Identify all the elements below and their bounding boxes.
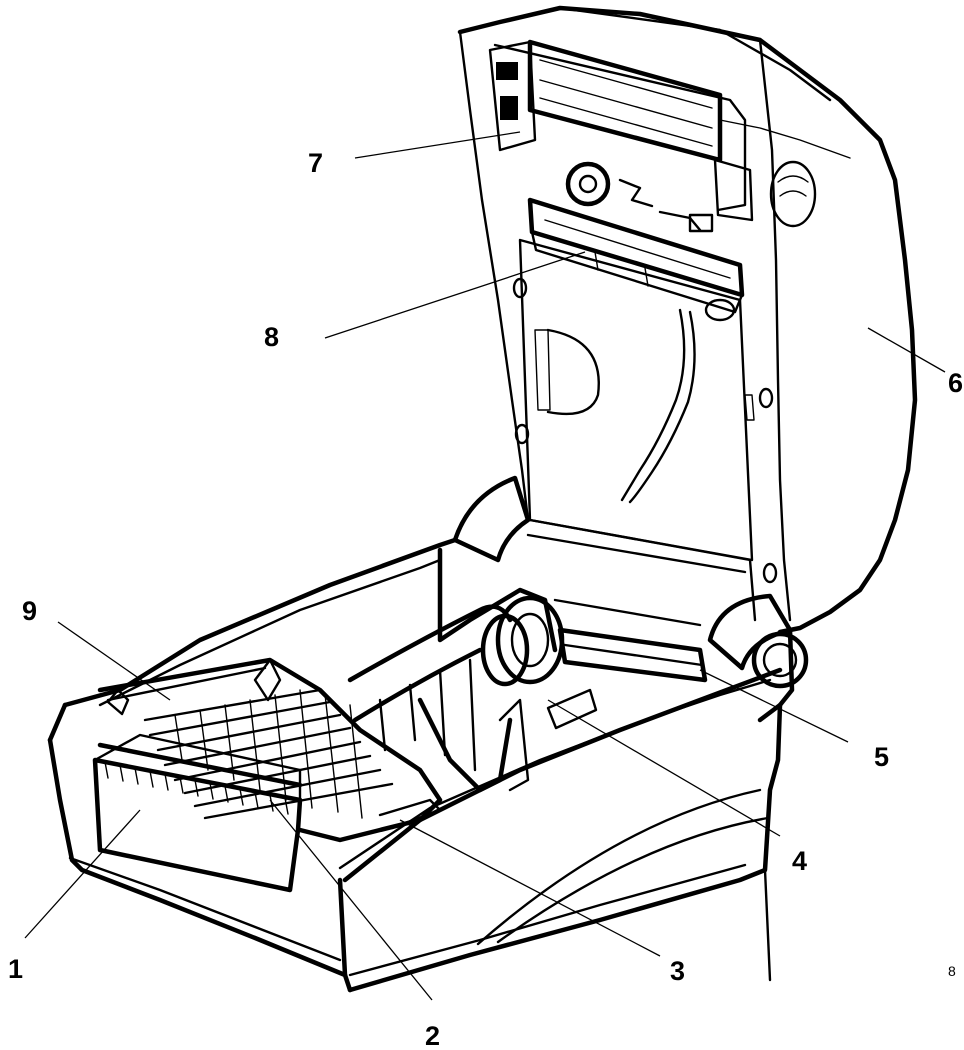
- media-guide-curve-2: [352, 647, 483, 723]
- print-head-spring: [618, 178, 702, 232]
- top-cover-seam: [719, 119, 851, 159]
- leader-7: [354, 131, 521, 159]
- left-hinge: [452, 475, 531, 563]
- callout-labels: 7 8 6 9 5 4 3 2 1 8: [8, 148, 963, 1050]
- print-head-sensor: [688, 213, 714, 233]
- base-right-side: [763, 868, 772, 982]
- base-front-rim: [342, 667, 783, 883]
- leader-9: [57, 621, 171, 701]
- side-knob-inner: [762, 642, 798, 678]
- leader-4: [547, 699, 781, 837]
- media-guide-lower: [417, 697, 513, 793]
- top-cover: [457, 5, 918, 635]
- top-cover-ridge: [558, 6, 832, 102]
- cover-release-button: [769, 160, 817, 228]
- printer-base: [47, 537, 795, 993]
- base-front-right-face: [347, 702, 783, 993]
- side-knob: [751, 631, 809, 689]
- print-head-gear-hub: [578, 174, 598, 194]
- stray-mark: 8: [948, 963, 956, 979]
- print-head-bracket-block-1: [496, 62, 518, 80]
- callout-2: 2: [425, 1021, 440, 1050]
- hinges: [452, 475, 809, 689]
- callout-3: 3: [670, 956, 685, 986]
- ribbon-guide-detail: [544, 219, 731, 287]
- cover-hole-3: [758, 387, 774, 409]
- base-front-left-seam: [68, 856, 342, 962]
- media-holder-hub-2: [480, 613, 530, 687]
- peel-edge: [378, 798, 442, 830]
- base-right-curve-1: [476, 788, 762, 946]
- top-cover-outline: [457, 5, 918, 635]
- tear-bar-front: [92, 757, 303, 893]
- tear-bar-teeth: [104, 761, 289, 815]
- callout-5: 5: [874, 742, 889, 772]
- platen-roller-line: [563, 643, 704, 667]
- print-head-gear: [565, 161, 611, 207]
- print-head-bracket-block-2: [500, 96, 518, 120]
- callout-6: 6: [948, 368, 963, 398]
- media-compartment: [347, 518, 757, 793]
- print-head-line-3: [539, 97, 713, 147]
- tear-bar-lever-left: [106, 688, 130, 716]
- tear-guide-frame: [97, 657, 443, 843]
- tear-bar-lever-right: [253, 658, 282, 702]
- print-head-bar: [527, 39, 723, 163]
- callout-7: 7: [308, 148, 323, 178]
- base-corner: [337, 877, 348, 978]
- ribbon-guide-lower: [530, 230, 744, 314]
- platen-roller: [557, 627, 708, 683]
- print-head-line-1: [539, 59, 713, 109]
- media-guide-bracket: [498, 698, 530, 792]
- platen-roller-back: [553, 598, 702, 627]
- top-cover-inner-edge: [458, 30, 530, 522]
- base-top-rim: [62, 537, 458, 708]
- cover-inner-cable-2: [628, 310, 696, 504]
- leader-1: [24, 809, 141, 939]
- base-front-left-face: [47, 737, 353, 993]
- base-right-curve-2: [496, 816, 770, 944]
- cover-inner-cable: [620, 308, 686, 502]
- tear-guide-top: [106, 666, 267, 702]
- tear-bar-area: [92, 657, 443, 893]
- print-head-top-rail: [493, 43, 747, 212]
- compartment-back-wall-2: [526, 533, 747, 574]
- callout-8: 8: [264, 322, 279, 352]
- cover-release-button-ridge: [777, 175, 809, 197]
- media-holder-hub-inner: [510, 612, 550, 668]
- leader-8: [324, 251, 586, 339]
- base-right-lower-seam: [348, 863, 747, 977]
- leader-6: [867, 327, 946, 373]
- cover-inner-curve: [546, 328, 600, 416]
- base-left-edge: [47, 702, 68, 743]
- print-head-line-2: [539, 79, 713, 129]
- leader-2: [269, 799, 433, 1001]
- print-head-right-bracket: [713, 158, 754, 222]
- callout-4: 4: [792, 846, 807, 876]
- cover-hole-2: [514, 423, 530, 445]
- leader-lines: [24, 131, 946, 1001]
- top-cover-right-face: [758, 38, 792, 622]
- leader-5: [699, 669, 849, 743]
- cover-inner-slot: [744, 394, 755, 421]
- media-guide-vertical-1: [378, 658, 477, 772]
- tear-bar-dark-edge: [97, 742, 303, 788]
- base-right-rim: [757, 627, 795, 723]
- base-inner-front: [338, 678, 772, 870]
- compartment-back-wall: [528, 518, 757, 622]
- callout-9: 9: [22, 596, 37, 626]
- tear-guide-rib-ticks: [174, 689, 363, 819]
- cover-hole-1: [512, 277, 528, 299]
- print-head-left-bracket: [488, 40, 537, 152]
- media-sensor-plate: [546, 688, 598, 730]
- leader-3: [399, 819, 661, 957]
- callout-1: 1: [8, 954, 23, 984]
- tear-guide-ribs: [143, 688, 394, 820]
- media-guide-curve-1: [347, 604, 513, 683]
- ribbon-guide-end: [704, 298, 736, 322]
- cover-hole-4: [762, 562, 778, 584]
- cover-inner-recess: [534, 329, 551, 411]
- right-hinge: [707, 593, 793, 671]
